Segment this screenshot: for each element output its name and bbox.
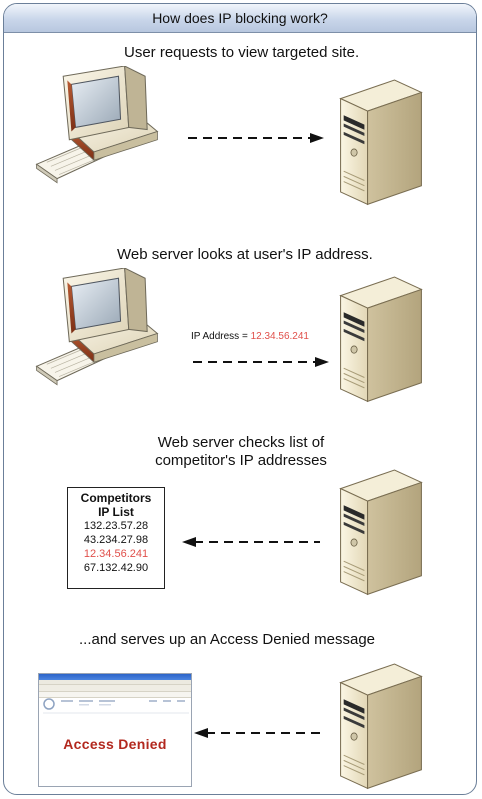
list-heading-line1: Competitors <box>80 491 152 505</box>
list-heading-line2: IP List <box>98 505 134 519</box>
browser-menu-bar <box>39 680 191 685</box>
competitors-ip-list: Competitors IP List 132.23.57.28 43.234.… <box>67 487 165 589</box>
web-server-icon <box>340 79 422 205</box>
browser-title-bar <box>39 674 191 680</box>
ip-address-label: IP Address = 12.34.56.241 <box>191 331 309 342</box>
step2-caption: Web server looks at user's IP address. <box>117 246 373 263</box>
browser-toolbar <box>39 685 191 692</box>
step3-caption: Web server checks list of competitor's I… <box>146 434 336 470</box>
title-bar: How does IP blocking work? <box>4 4 476 33</box>
user-computer-icon <box>36 66 158 184</box>
list-item: 43.234.27.98 <box>83 534 149 546</box>
step1-caption: User requests to view targeted site. <box>124 44 360 61</box>
list-item-match: 12.34.56.241 <box>83 548 149 560</box>
web-server-icon <box>340 469 422 595</box>
user-computer-icon <box>36 268 158 386</box>
ip-label-prefix: IP Address = <box>191 331 251 342</box>
response-arrow <box>194 728 320 738</box>
request-arrow <box>188 133 324 143</box>
list-item: 132.23.57.28 <box>83 520 149 532</box>
step3-caption-line2: competitor's IP addresses <box>155 452 327 469</box>
browser-page-header <box>43 698 189 714</box>
step3-caption-line1: Web server checks list of <box>157 434 325 451</box>
diagram-title: How does IP blocking work? <box>152 10 328 26</box>
lookup-arrow <box>182 537 320 547</box>
web-server-icon <box>340 663 422 789</box>
ip-label-value: 12.34.56.241 <box>250 331 309 342</box>
list-item: 67.132.42.90 <box>83 562 149 574</box>
web-server-icon <box>340 276 422 402</box>
browser-window: Access Denied <box>38 673 192 787</box>
browser-address-bar <box>39 692 191 698</box>
step4-caption: ...and serves up an Access Denied messag… <box>79 631 376 648</box>
ip-arrow <box>193 357 329 367</box>
access-denied-message: Access Denied <box>63 736 167 752</box>
